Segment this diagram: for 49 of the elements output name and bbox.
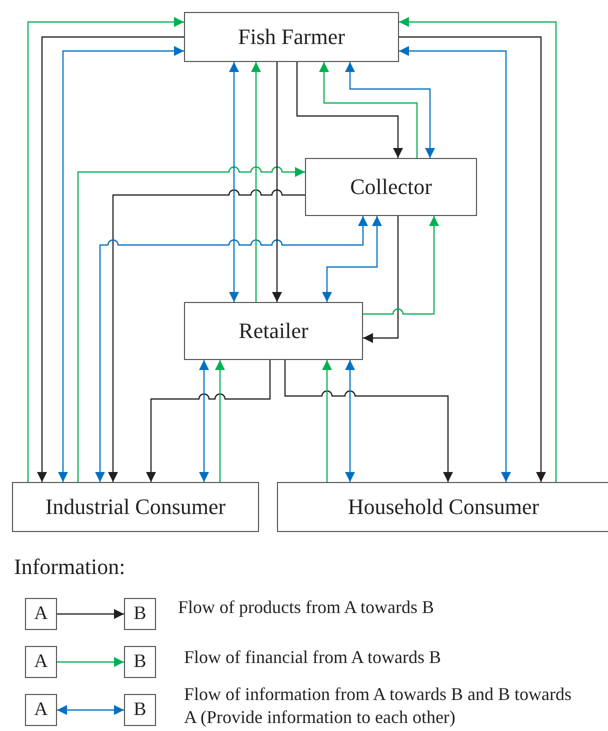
legend-box [25,598,57,630]
legend-title: Information: [14,553,126,580]
arrow [251,62,261,302]
arrow [95,216,368,482]
arrow [363,216,439,315]
node-label: Industrial Consumer [45,494,226,520]
arrow [322,360,332,482]
arrow [272,62,282,302]
node-label: A [34,603,48,625]
arrow [215,360,225,482]
legend-box [25,646,57,678]
node-label: A [34,651,48,673]
arrow [345,360,355,482]
node-label: Fish Farmer [238,24,345,50]
node-label: A [34,699,48,721]
legend-text: Flow of financial from A towards B [184,646,442,668]
arrow [399,46,511,482]
legend-box [124,646,156,678]
process-box [305,158,477,216]
node-label: Retailer [238,318,308,344]
arrow [322,216,382,302]
arrow [58,46,184,482]
arrow [199,360,209,482]
arrow [363,216,399,343]
arrow [229,62,239,302]
arrow [284,360,453,482]
arrow [345,62,435,158]
node-label: B [134,699,146,721]
legend-box [124,694,156,726]
arrow [108,189,305,482]
process-box [277,482,608,532]
legend-box [124,598,156,630]
arrow [57,609,124,619]
arrow [77,166,305,482]
legend-text: Flow of information from A towards B and B towards A (Provide information to each other) [184,683,572,728]
process-box [184,12,399,62]
process-box [12,482,259,532]
arrow [296,62,403,158]
process-box [184,302,363,360]
legend-text: Flow of products from A towards B [178,596,435,618]
node-label: B [134,603,146,625]
arrow [57,657,124,667]
arrow [319,62,418,158]
node-label: B [134,651,146,673]
node-label: Collector [350,174,432,200]
node-label: Household Consumer [348,494,540,520]
arrow [146,360,271,482]
legend-box [25,694,57,726]
arrow [57,705,124,715]
